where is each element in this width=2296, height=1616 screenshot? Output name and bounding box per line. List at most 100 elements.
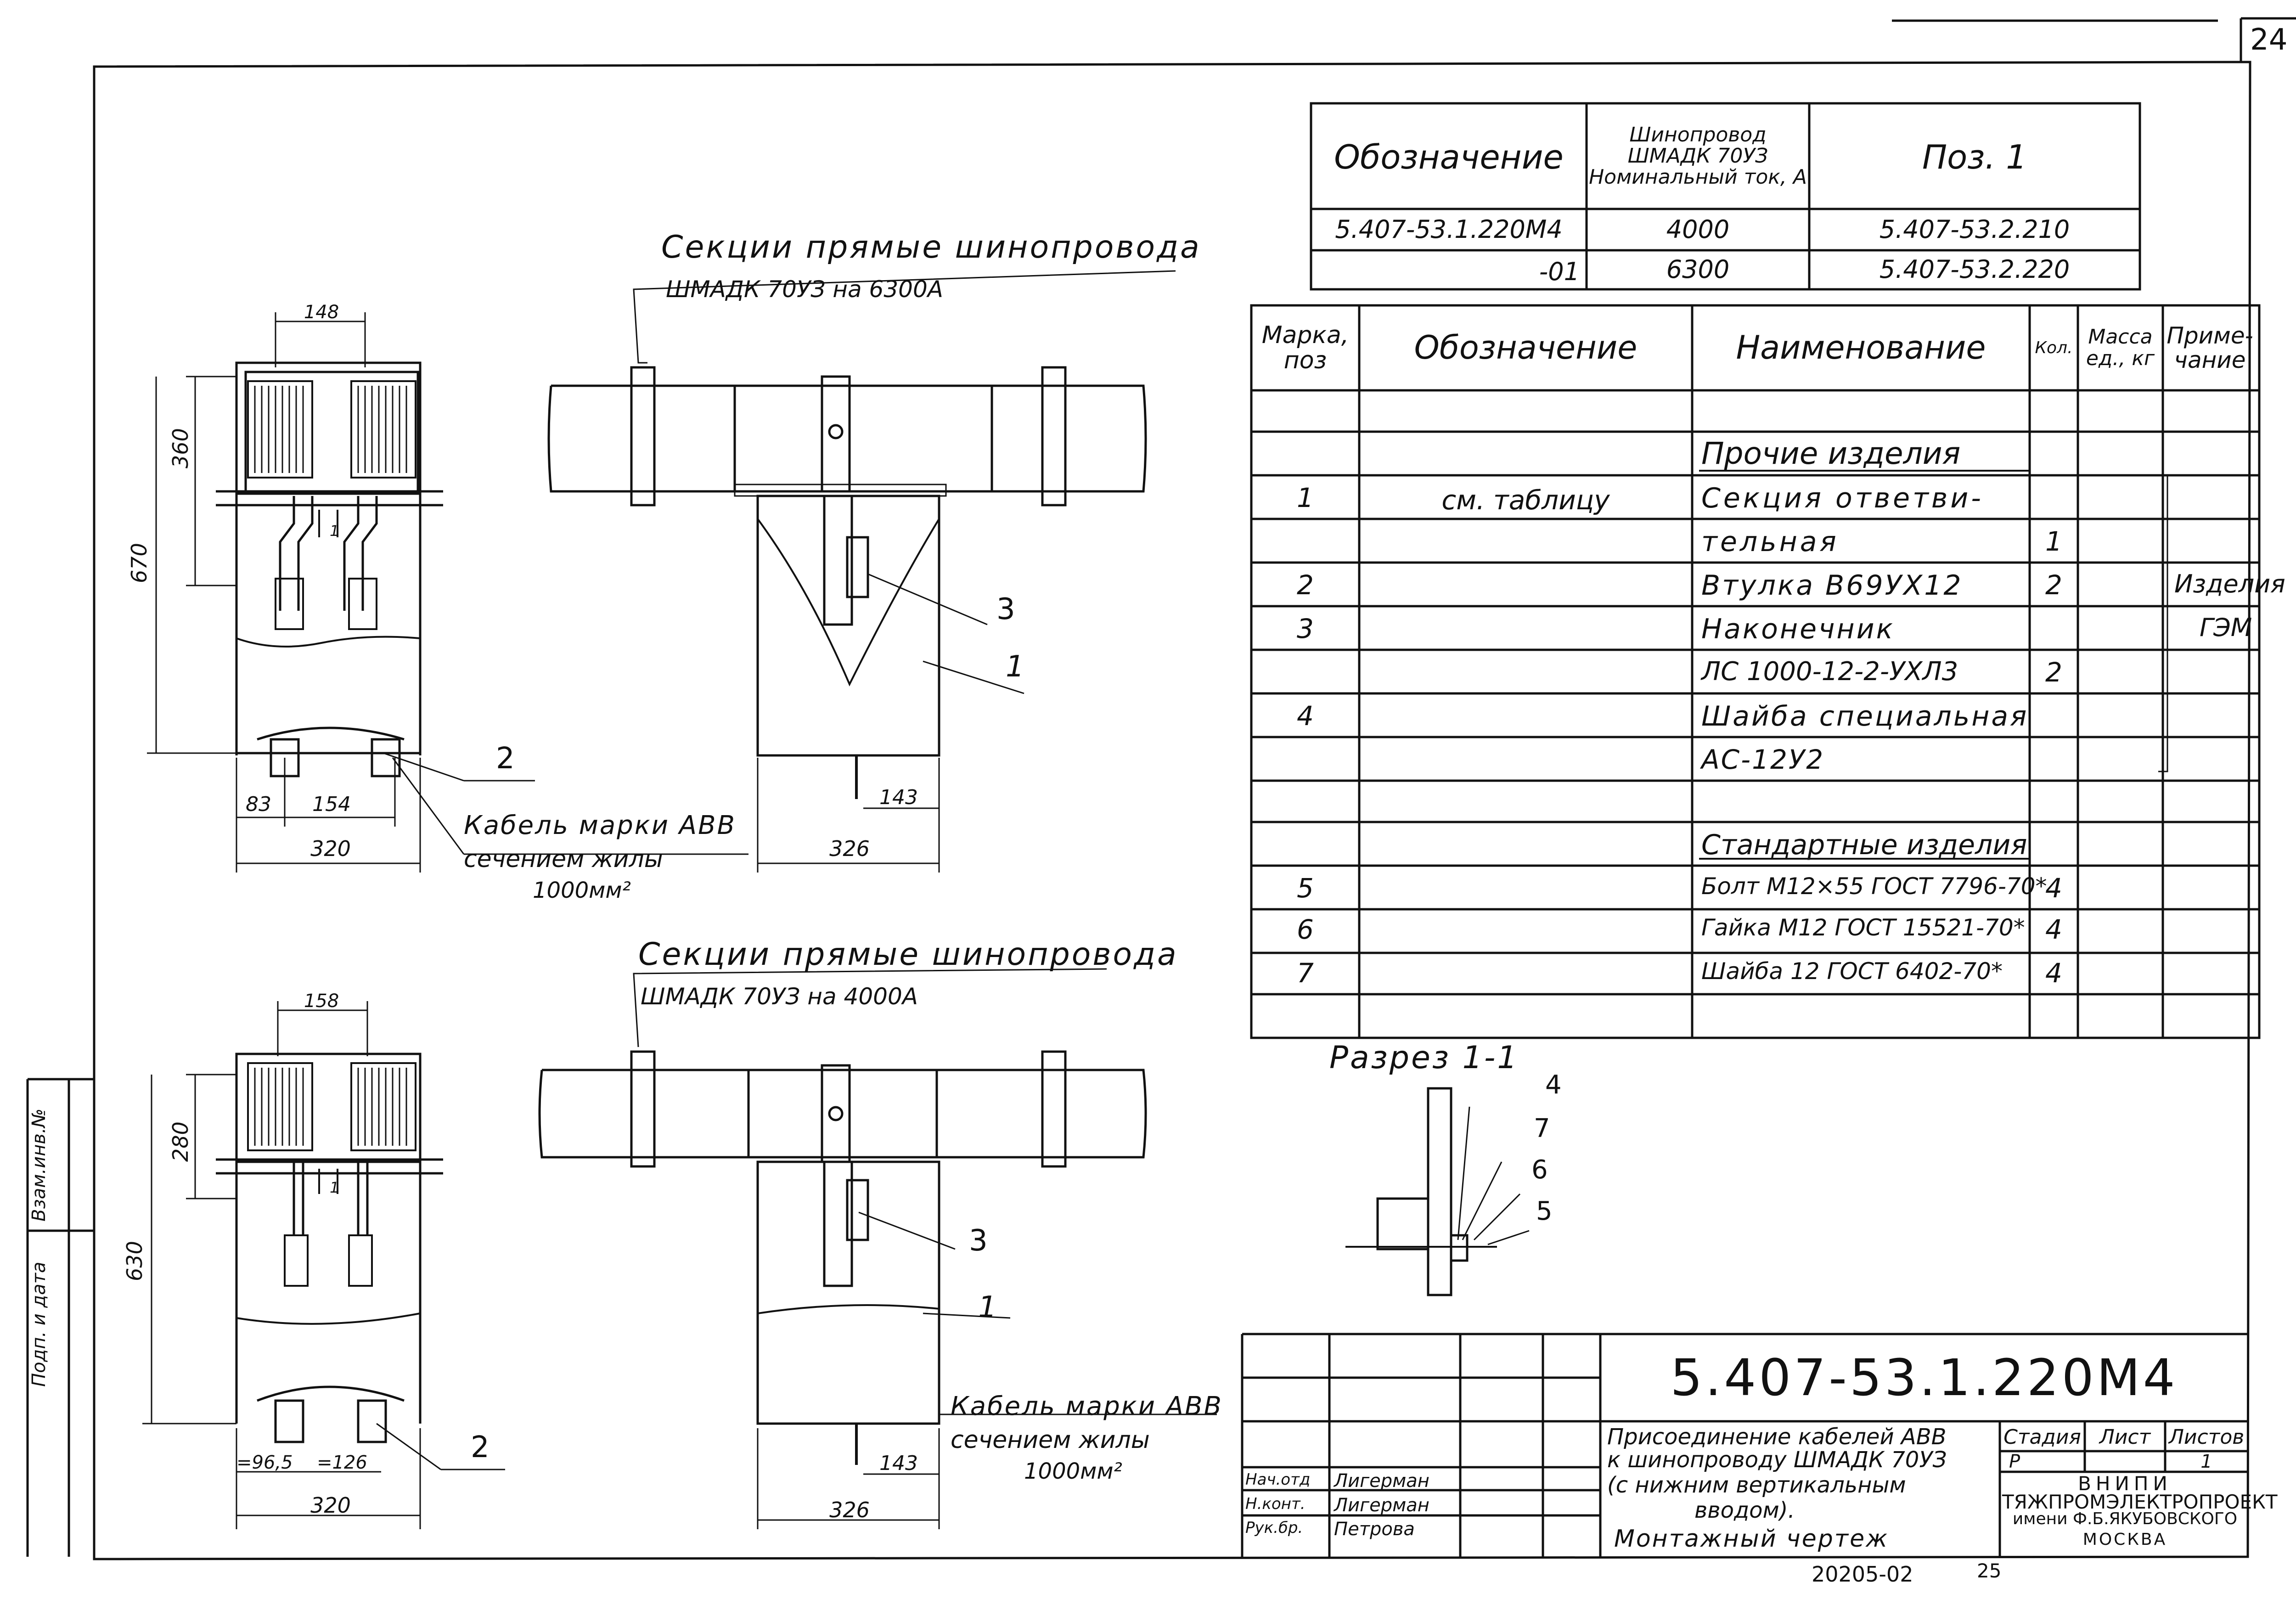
spec-row-name: Наконечник (1701, 613, 1895, 645)
bottom-section-label: Секции прямые шинопровода (638, 936, 1178, 973)
spec-row-name: Втулка В69УХ12 (1701, 569, 1963, 602)
sheet-frame (93, 61, 2251, 1560)
signer-role: Н.конт. (1245, 1495, 1306, 1513)
sheet-label: Лист (2099, 1425, 2151, 1449)
variant-row-2-designation: -01 (1539, 257, 1580, 286)
dim-320-bottom: 320 (310, 1493, 351, 1518)
spec-row-name: Секция ответви- (1701, 482, 1984, 514)
spec-row-name: Шайба специальная (1701, 700, 2029, 732)
callout-2-bottom: 2 (471, 1430, 490, 1464)
bottom-section-type: ШМАДК 70УЗ на 4000А (641, 983, 918, 1010)
cable-area-bottom: 1000мм² (1024, 1458, 1122, 1484)
dim-630: 630 (122, 1241, 147, 1281)
left-strip-replacement: Взам.инв.№ (28, 1108, 50, 1222)
spec-header-qty: Кол. (2035, 338, 2073, 357)
variant-row-2-current: 6300 (1666, 255, 1730, 284)
cut-marker-bottom: 1 (330, 1179, 339, 1196)
dim-143: 143 (879, 786, 918, 809)
spec-row-mark: 2 (1297, 569, 1314, 601)
callout-3-bottom: 3 (969, 1224, 988, 1258)
dim-154: 154 (312, 793, 351, 816)
dim-326: 326 (829, 836, 870, 861)
signer-name: Петрова (1334, 1519, 1415, 1540)
spec-row-name: Гайка М12 ГОСТ 15521-70* (1701, 914, 2025, 941)
callout-5: 5 (1536, 1196, 1553, 1226)
spec-header-designation: Обозначение (1414, 328, 1638, 366)
callout-3-top: 3 (996, 592, 1015, 626)
variant-header-busway: Шинопровод ШМАДК 70УЗ Номинальный ток, А (1589, 123, 1807, 189)
top-side-view (547, 270, 1176, 873)
spec-row-name: ЛС 1000-12-2-УХЛ3 (1701, 657, 1958, 687)
spec-row-mark: 7 (1297, 957, 1314, 989)
dim-126: =126 (317, 1452, 367, 1473)
spec-header-mark: Марка, поз (1261, 321, 1349, 374)
page-number: 25 (1977, 1560, 2002, 1582)
spec-row-note: Изделия (2174, 569, 2285, 598)
variant-row-1-current: 4000 (1666, 214, 1730, 244)
callout-4: 4 (1545, 1070, 1562, 1100)
dim-83: 83 (246, 793, 271, 816)
stage-value: Р (2009, 1451, 2020, 1472)
bottom-end-view (142, 1001, 505, 1529)
section-cut-title: Разрез 1-1 (1329, 1040, 1519, 1076)
top-end-view (147, 312, 748, 873)
cut-marker-top: 1 (330, 522, 339, 540)
archive-code: 20205-02 (1812, 1562, 1913, 1587)
sheets-label: Листов (2168, 1425, 2245, 1449)
spec-row-note: ГЭМ (2200, 613, 2252, 642)
title-line-3: (с нижним вертикальным (1607, 1472, 1906, 1498)
spec-row-qty: 4 (2045, 957, 2062, 989)
spec-row-mark: 1 (1297, 482, 1314, 513)
spec-header-name: Наименование (1736, 328, 1986, 366)
variant-row-2-pos1: 5.407-53.2.220 (1879, 255, 2070, 284)
spec-section-other: Прочие изделия (1701, 436, 1961, 471)
dim-360: 360 (168, 428, 193, 468)
spec-row-name: тельная (1701, 526, 1839, 558)
variant-table-grid (1310, 102, 2141, 291)
cable-label-top: Кабель марки АВВ (464, 811, 736, 840)
spec-section-standard: Стандартные изделия (1701, 829, 2027, 861)
spec-row-name: Болт М12×55 ГОСТ 7796-70* (1701, 873, 2047, 900)
title-line-2: к шинопроводу ШМАДК 70УЗ (1607, 1447, 1947, 1473)
stage-label: Стадия (2003, 1425, 2081, 1449)
spec-row-name: Шайба 12 ГОСТ 6402-70* (1701, 958, 2003, 985)
cable-section-top: сечением жилы (464, 845, 663, 873)
variant-row-1-designation: 5.407-53.1.220М4 (1335, 214, 1563, 244)
signer-name: Лигерман (1334, 1495, 1429, 1516)
callout-7: 7 (1534, 1114, 1550, 1143)
spec-header-note: Приме- чание (2167, 322, 2253, 373)
signer-role: Рук.бр. (1245, 1519, 1303, 1537)
callout-1-bottom: 1 (978, 1290, 997, 1324)
org-line-3: имени Ф.Б.ЯКУБОВСКОГО (2012, 1509, 2238, 1528)
variant-header-pos1: Поз. 1 (1922, 137, 2027, 176)
spec-row-qty: 2 (2045, 569, 2062, 601)
cut-markers (318, 510, 338, 1194)
title-line-4: вводом). (1694, 1498, 1795, 1523)
cable-section-bottom: сечением жилы (951, 1426, 1150, 1454)
variant-header-designation: Обозначение (1334, 137, 1564, 176)
org-line-1: ВНИПИ (2078, 1472, 2172, 1495)
dim-158: 158 (304, 991, 339, 1012)
title-designation: 5.407-53.1.220М4 (1670, 1348, 2178, 1407)
section-cut-view (1345, 1087, 1530, 1296)
spec-row-qty: 2 (2045, 657, 2062, 688)
callout-1-top: 1 (1006, 650, 1024, 684)
cable-label-bottom: Кабель марки АВВ (951, 1391, 1223, 1421)
spec-row-qty: 4 (2045, 914, 2062, 945)
top-section-label: Секции прямые шинопровода (661, 229, 1201, 265)
bottom-side-view (538, 968, 1217, 1529)
spec-row-mark: 6 (1297, 914, 1314, 945)
spec-header-mass: Масса ед., кг (2086, 325, 2155, 370)
cable-area-top: 1000мм² (533, 878, 631, 903)
dim-320: 320 (310, 836, 351, 861)
dim-670: 670 (127, 543, 152, 583)
title-block-grid (1241, 1333, 2248, 1557)
dim-326-bottom: 326 (829, 1498, 870, 1522)
signer-role: Нач.отд (1245, 1470, 1311, 1489)
dim-280: 280 (168, 1121, 193, 1162)
doc-type: Монтажный чертеж (1614, 1525, 1889, 1553)
spec-row-qty: 1 (2045, 526, 2062, 557)
spec-row-mark: 4 (1297, 700, 1314, 732)
corner-box (1892, 17, 2296, 62)
